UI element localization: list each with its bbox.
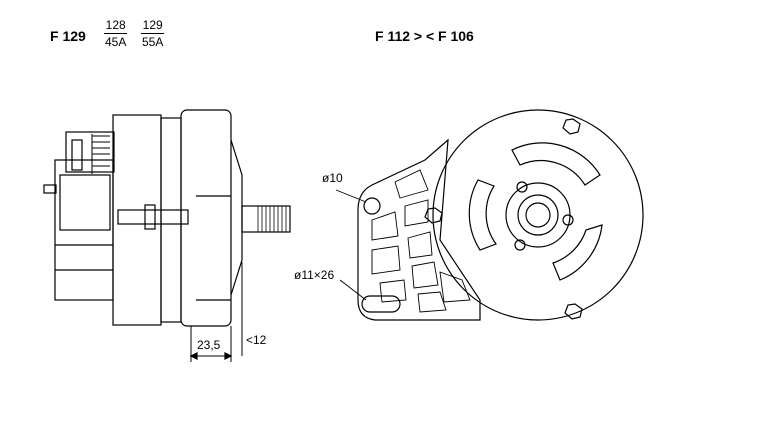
mounting-bracket <box>357 138 481 321</box>
through-bolt <box>117 209 189 225</box>
hex-nut-bottom <box>564 303 583 320</box>
rating-1-bottom: 45A <box>105 35 127 49</box>
hub-outer <box>505 182 571 248</box>
mount-hole-slot <box>361 295 401 313</box>
rear-cover <box>65 131 115 173</box>
rating-1-top: 128 <box>104 18 128 34</box>
hex-nut-top <box>562 118 581 135</box>
compatibility-label: F 112 > < F 106 <box>375 28 474 44</box>
rating-2-bottom: 55A <box>142 35 164 49</box>
rating-fraction-2: 129 55A <box>141 17 165 50</box>
front-disc <box>432 109 644 321</box>
regulator-block <box>59 174 111 231</box>
rating-2-top: 129 <box>141 18 165 34</box>
hole-round-label: ø10 <box>322 171 343 185</box>
hub-center <box>525 202 551 228</box>
dimension-width: 23,5 <box>197 338 221 352</box>
hole-slot-label: ø11×26 <box>294 268 335 282</box>
terminal-stud <box>43 184 57 194</box>
side-view <box>43 109 291 362</box>
model-code: F 129 <box>50 28 86 44</box>
mount-hole-round <box>363 197 381 215</box>
hub-inner <box>517 194 559 236</box>
brush-spring <box>91 134 110 174</box>
stator <box>112 114 162 326</box>
dimension-offset: <12 <box>246 333 267 347</box>
front-view <box>335 109 644 321</box>
rating-fraction-1: 128 45A <box>104 17 128 50</box>
front-housing <box>180 109 232 327</box>
